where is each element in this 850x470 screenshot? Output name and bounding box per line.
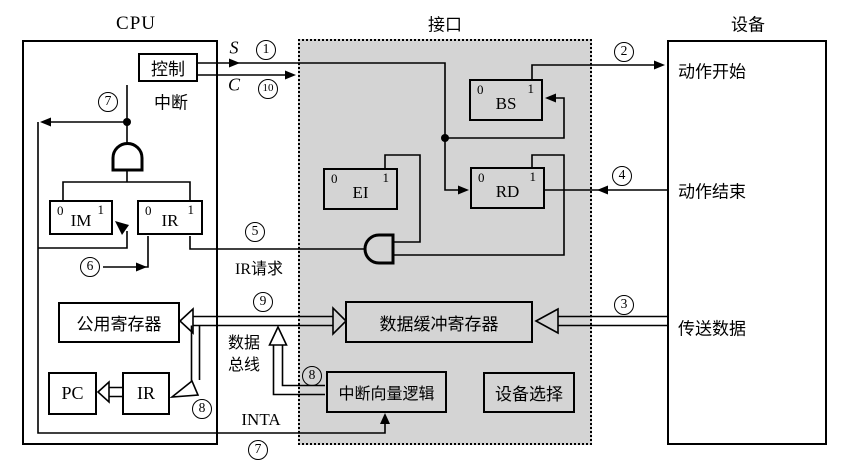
c-command-line	[198, 70, 296, 80]
ei-one-label: 1	[382, 170, 390, 185]
ir-reset-line	[103, 236, 149, 272]
rd-output-line	[394, 154, 565, 256]
s-command-line	[198, 58, 565, 195]
step-3-badge: 3	[614, 295, 634, 315]
interface-title: 接口	[428, 15, 462, 35]
pc-box: PC	[48, 372, 97, 415]
gate-input-lines	[62, 171, 191, 200]
device-box	[667, 40, 827, 445]
cpu-title: CPU	[116, 13, 156, 34]
ir-request-line	[189, 236, 365, 250]
signal-s-label: S	[229, 37, 239, 58]
cpu-and-gate	[111, 142, 144, 172]
control-unit-box: 控制	[138, 53, 198, 82]
device-select-label: 设备选择	[495, 385, 563, 404]
data-buffer-register-label: 数据缓冲寄存器	[379, 314, 499, 334]
ei-label: EI	[352, 182, 369, 202]
pc-label: PC	[61, 383, 84, 403]
bs-to-device-line	[531, 60, 665, 79]
bs-flipflop: 0 1 BS	[469, 79, 543, 121]
interrupt-inta-line	[37, 85, 390, 434]
general-registers-label: 公用寄存器	[76, 315, 162, 334]
ei-zero-label: 0	[331, 171, 338, 186]
step-1-badge: 1	[256, 40, 276, 60]
interface-and-gate	[363, 233, 395, 265]
ir-ff-one-label: 1	[187, 202, 195, 217]
im-label: IM	[70, 210, 92, 230]
ir-flipflop: 0 1 IR	[137, 200, 203, 235]
cpu-box	[22, 40, 218, 445]
step-9-badge: 9	[253, 292, 273, 312]
im-flipflop: 0 1 IM	[49, 200, 113, 235]
step-2-badge: 2	[614, 42, 634, 62]
control-unit-label: 控制	[151, 60, 185, 79]
interrupt-label: 中断	[154, 93, 188, 113]
step-7-badge-bottom: 7	[248, 440, 268, 460]
device-start-label: 动作开始	[678, 62, 746, 82]
step-4-badge: 4	[612, 166, 632, 186]
data-bus-lines	[96, 306, 667, 404]
data-buffer-register-box: 数据缓冲寄存器	[345, 301, 533, 343]
signal-c-label: C	[227, 74, 241, 95]
im-one-label: 1	[97, 202, 105, 217]
inta-label: INTA	[241, 410, 281, 429]
instruction-register-box: IR	[122, 372, 170, 415]
rd-flipflop: 0 1 RD	[470, 167, 545, 209]
step-6-badge: 6	[80, 257, 100, 277]
bs-label: BS	[495, 93, 517, 113]
step-10-badge: 10	[258, 79, 278, 99]
step-8-badge-interface: 8	[302, 366, 322, 386]
im-set-line	[38, 221, 129, 249]
device-end-label: 动作结束	[678, 182, 746, 202]
ei-flipflop: 0 1 EI	[323, 168, 398, 210]
ir-request-label: IR请求	[234, 261, 284, 278]
rd-one-label: 1	[529, 169, 537, 184]
data-bus-label-2: 总线	[227, 357, 261, 374]
device-title: 设备	[731, 15, 765, 35]
ir-ff-zero-label: 0	[145, 203, 152, 218]
interrupt-vector-logic-label: 中断向量逻辑	[338, 386, 435, 403]
bs-zero-label: 0	[477, 82, 484, 97]
device-select-box: 设备选择	[483, 372, 575, 413]
interrupt-vector-logic-box: 中断向量逻辑	[326, 371, 447, 413]
device-to-rd-line	[545, 185, 667, 195]
bs-one-label: 1	[527, 81, 535, 96]
step-5-badge: 5	[245, 222, 265, 242]
ir-ff-label: IR	[161, 210, 179, 230]
instruction-register-label: IR	[137, 383, 155, 403]
device-transfer-label: 传送数据	[678, 319, 746, 339]
rd-zero-label: 0	[478, 170, 485, 185]
data-bus-label-1: 数据	[227, 335, 261, 352]
ei-output-line	[384, 154, 421, 243]
rd-label: RD	[495, 181, 520, 201]
general-registers-box: 公用寄存器	[58, 302, 180, 343]
step-7-badge-top: 7	[98, 92, 118, 112]
step-8-badge-cpu: 8	[192, 399, 212, 419]
im-zero-label: 0	[57, 203, 64, 218]
